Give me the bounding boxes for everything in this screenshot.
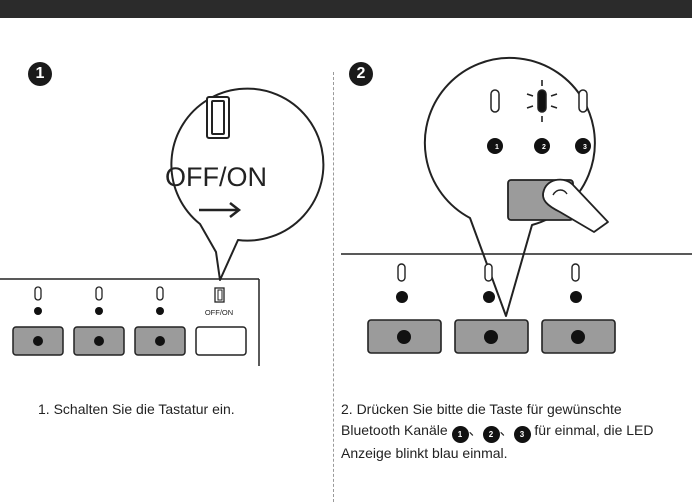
channel-icons-step2 (396, 291, 582, 303)
power-key (195, 326, 247, 356)
channel-keys-step2 (367, 319, 616, 354)
led-indicators-step1 (34, 286, 164, 301)
caption-separator-1: 、 (468, 422, 483, 438)
bluetooth-channel-3-icon (155, 336, 165, 346)
bluetooth-channel-1-icon (34, 307, 42, 315)
step-2-caption: 2. Drücken Sie bitte die Taste für gewün… (341, 399, 681, 464)
bluetooth-channel-1-icon (33, 336, 43, 346)
led-indicators-zoom (490, 89, 588, 113)
bluetooth-channel-3-icon (570, 291, 582, 303)
bluetooth-channel-1-icon (396, 291, 408, 303)
step-1-badge: 1 (28, 62, 52, 86)
led-indicators-step2 (397, 263, 580, 282)
arrow-right-icon (199, 202, 242, 218)
channel-icons-step1 (34, 307, 164, 315)
led-1-zoom (490, 89, 500, 113)
led-3 (571, 263, 580, 282)
channel-icons-zoom (487, 138, 591, 154)
led-2 (484, 263, 493, 282)
bluetooth-channel-2-icon (483, 291, 495, 303)
step-divider (333, 72, 334, 502)
header-bar (0, 0, 692, 18)
channel-3-number-zoom: 3 (583, 144, 587, 151)
channel-2-number-zoom: 2 (542, 144, 546, 151)
led-2-zoom-blinking (537, 89, 547, 113)
step-1-caption: 1. Schalten Sie die Tastatur ein. (38, 401, 235, 417)
step-2-badge: 2 (349, 62, 373, 86)
blink-rays-icon (526, 80, 558, 122)
bluetooth-channel-3-icon: 3 (513, 426, 531, 443)
bluetooth-channel-2-icon (484, 330, 498, 344)
channel-keys-step1 (12, 326, 247, 356)
led-3 (156, 286, 164, 301)
small-switch-label: OFF/ON (205, 308, 233, 317)
led-2 (95, 286, 103, 301)
small-power-switch-icon (214, 287, 225, 303)
led-1 (34, 286, 42, 301)
bluetooth-channel-1-icon: 1 (451, 426, 469, 443)
led-3-zoom (578, 89, 588, 113)
channel-1-number-zoom: 1 (495, 144, 499, 151)
step-2-caption-before: 2. Drücken Sie bitte die Taste für gewün… (341, 401, 622, 438)
bluetooth-channel-3-icon (571, 330, 585, 344)
step-2-caption-after: für einmal, die LED Anzeige blinkt blau … (341, 422, 654, 461)
bluetooth-channel-3-icon (575, 138, 591, 154)
bluetooth-channel-1-icon (487, 138, 503, 154)
finger-press-icon (542, 178, 609, 233)
bluetooth-channel-2-icon: 2 (482, 426, 500, 443)
bluetooth-channel-2-icon (94, 336, 104, 346)
power-switch-icon (206, 96, 230, 139)
led-1 (397, 263, 406, 282)
bluetooth-channel-2-icon (534, 138, 550, 154)
switch-label: OFF/ON (165, 162, 267, 192)
bluetooth-channel-1-icon (397, 330, 411, 344)
bluetooth-channel-2-icon (95, 307, 103, 315)
bluetooth-channel-3-icon (156, 307, 164, 315)
caption-separator-2: 、 (499, 422, 514, 438)
